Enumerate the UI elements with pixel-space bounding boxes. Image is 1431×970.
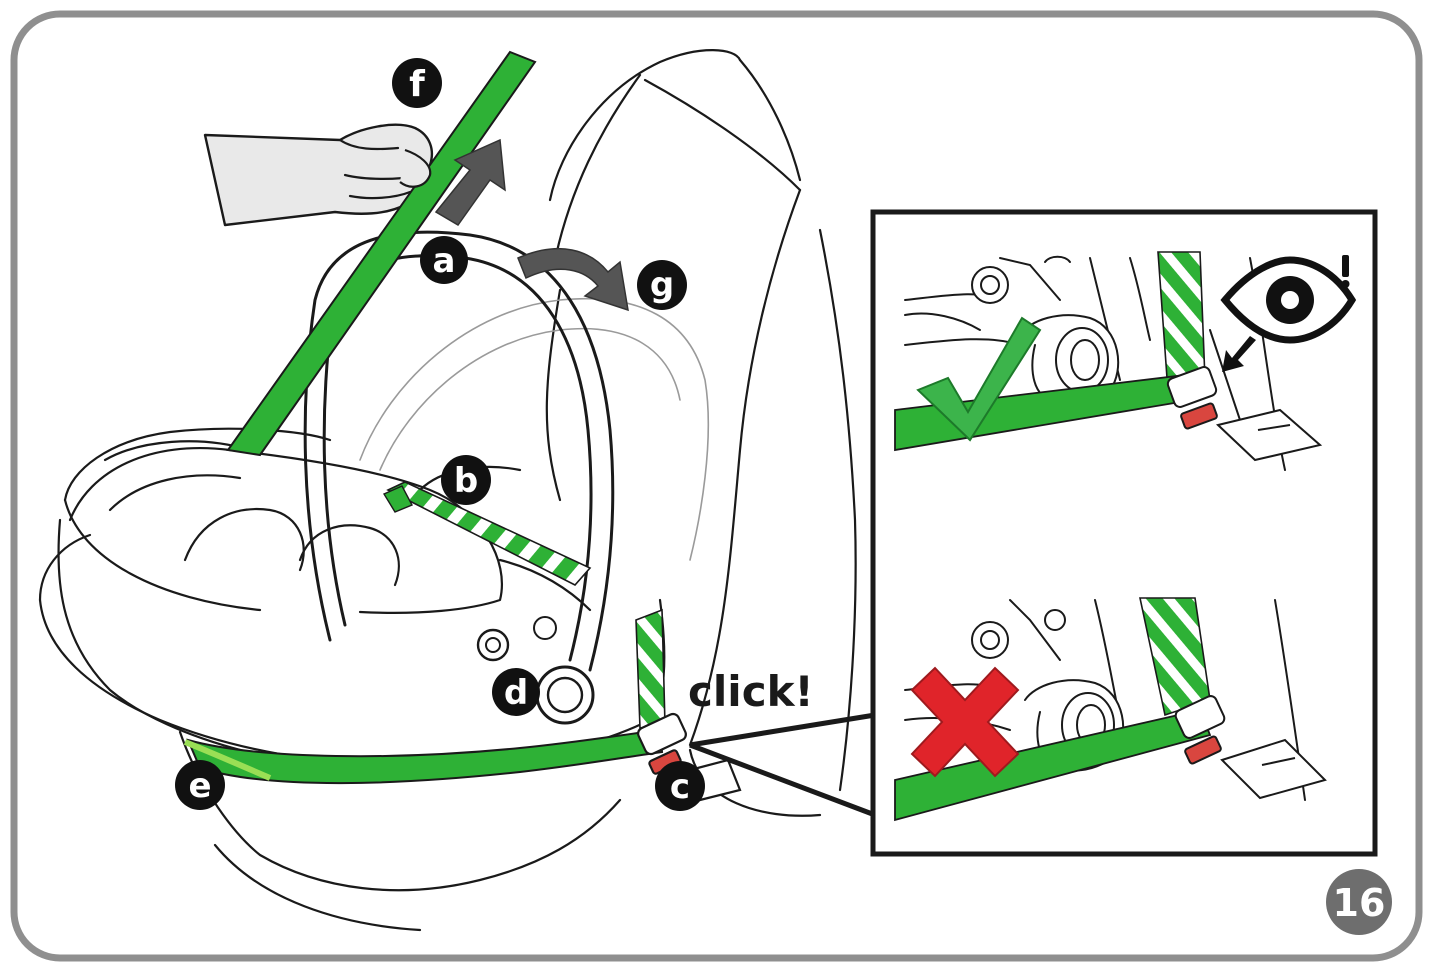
callout-d: d	[492, 668, 540, 716]
callout-g: g	[637, 260, 687, 310]
inset-wrong-view	[894, 597, 1327, 822]
inset-correct-view	[894, 251, 1323, 471]
svg-text:d: d	[504, 673, 528, 713]
svg-text:f: f	[409, 64, 425, 105]
carry-handle	[303, 230, 615, 672]
vehicle-belt-vertical-striped	[635, 608, 666, 729]
callout-a: a	[420, 236, 468, 284]
carrier-shell	[63, 427, 332, 502]
arrow-rotate-icon	[517, 247, 629, 312]
vehicle-seat-outline	[548, 49, 742, 202]
svg-text:c: c	[670, 767, 690, 807]
callout-c: c	[655, 761, 705, 811]
eye-icon	[1220, 255, 1357, 372]
svg-text:e: e	[188, 766, 211, 806]
svg-text:g: g	[650, 265, 674, 305]
arrow-up-icon	[434, 138, 506, 226]
vehicle-belt-lower	[186, 728, 664, 785]
page-number: 16	[1333, 881, 1386, 925]
vehicle-belt-shoulder	[226, 50, 537, 457]
vehicle-belt-lap-striped	[386, 481, 592, 586]
svg-text:a: a	[433, 241, 456, 281]
page-number-badge: 16	[1326, 869, 1392, 935]
click-sound-label: click!	[688, 667, 814, 716]
blanket	[68, 446, 503, 614]
callout-e: e	[175, 760, 225, 810]
check-icon	[916, 316, 1042, 442]
svg-text:b: b	[454, 461, 478, 501]
callout-f: f	[392, 58, 442, 108]
cross-icon	[910, 666, 1020, 778]
callout-b: b	[441, 455, 491, 505]
